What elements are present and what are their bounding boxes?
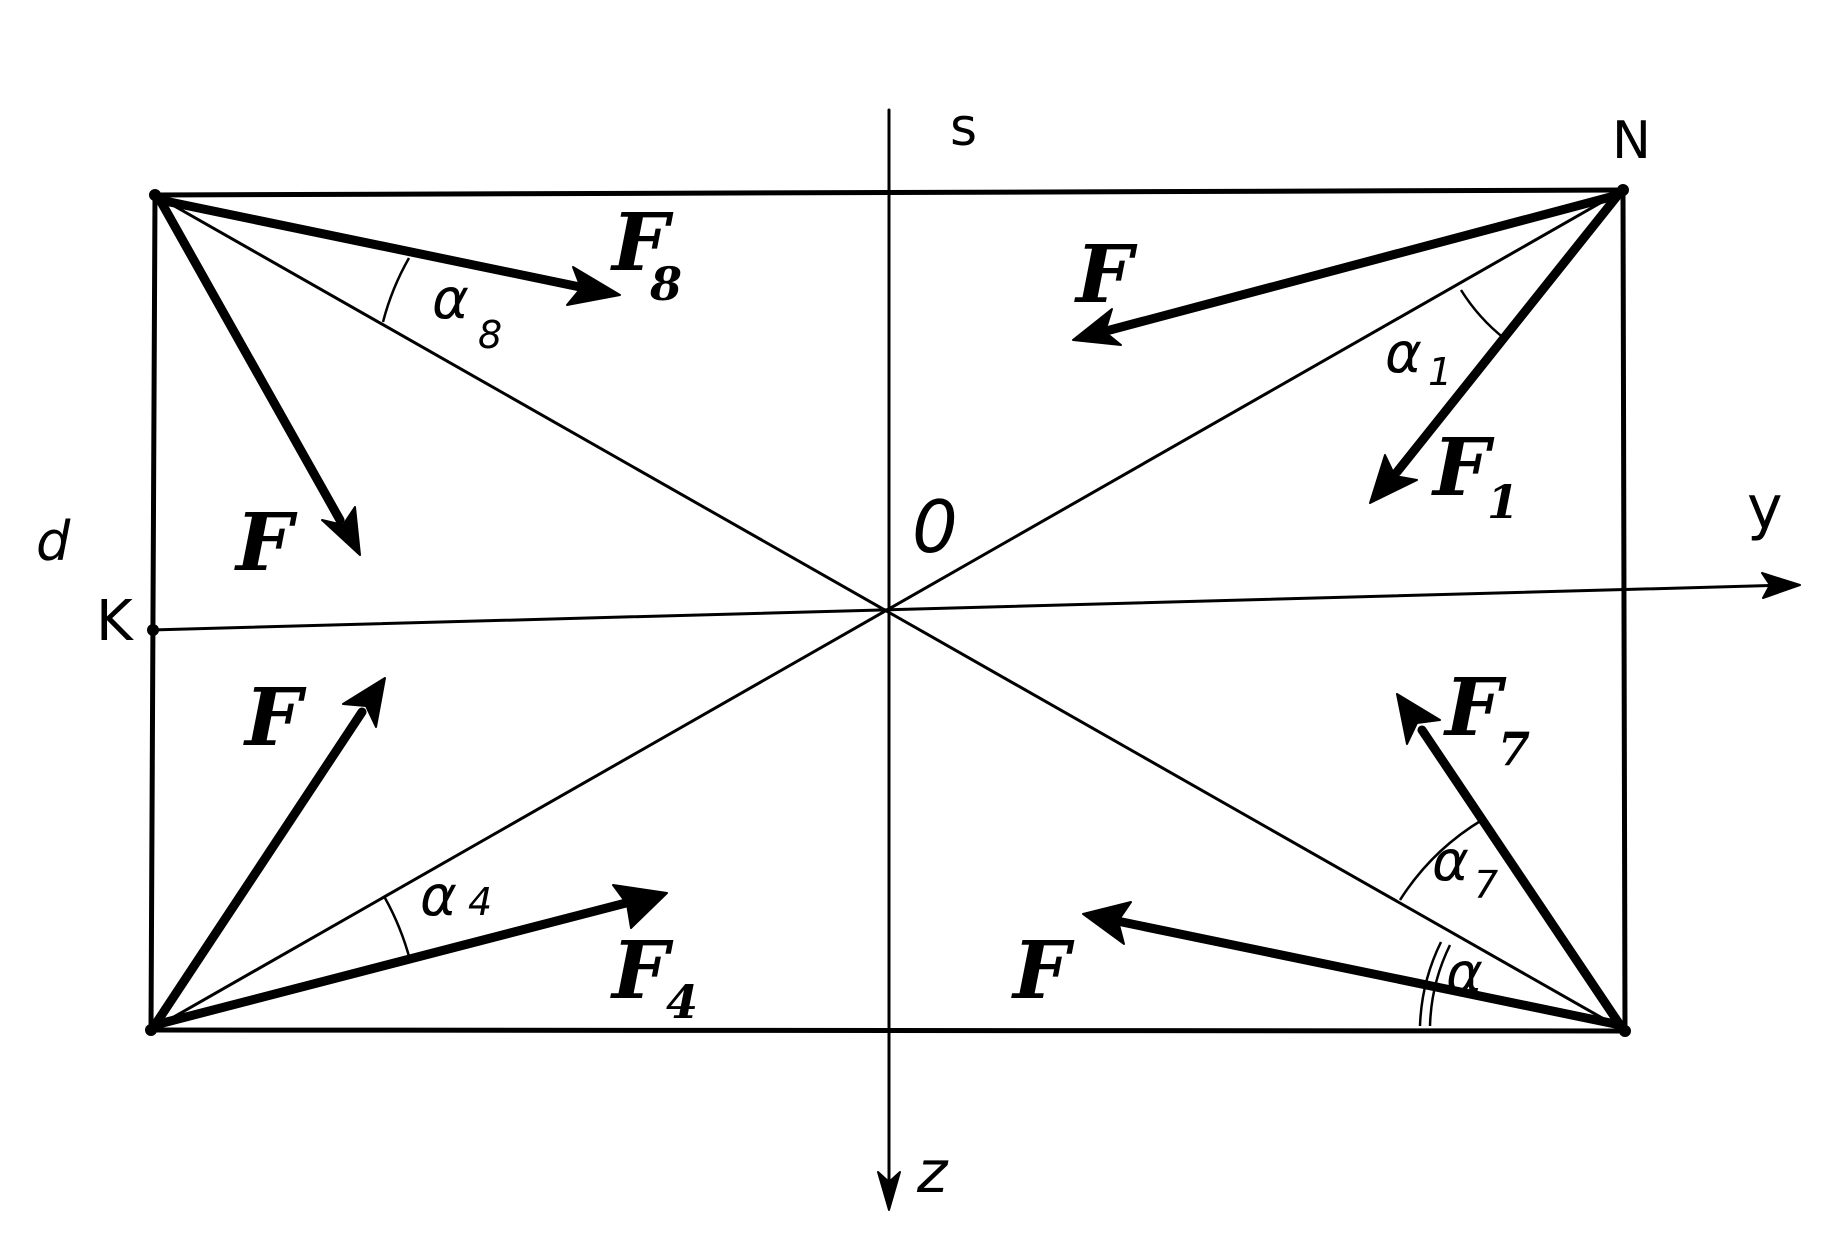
label-force-f7-subscript: 7 [1498, 722, 1530, 776]
label-angle-alpha: α [1446, 941, 1483, 1006]
label-d: d [36, 510, 71, 573]
label-force-f7: F [1443, 660, 1507, 754]
label-force-f8: F [610, 195, 674, 289]
label-y: y [1747, 473, 1783, 543]
label-force-f1: F [1431, 420, 1495, 514]
y-axis-arrowhead [1761, 572, 1801, 599]
frame-left-edge [148, 192, 158, 1033]
point-k [147, 624, 159, 636]
force-f-bottom-left-arrowhead [342, 677, 386, 728]
force-f7-arrowhead [1396, 693, 1441, 745]
angle-arc-alpha4 [383, 897, 412, 961]
force-f-bottom-left-shaft [150, 707, 367, 1030]
force-f4-shaft [150, 898, 631, 1030]
label-force-f-bottom-right: F [1011, 923, 1075, 1017]
label-force-f-top-right: F [1074, 227, 1138, 321]
label-angle-alpha7: α [1432, 829, 1469, 894]
force-f-bottom-right-arrowhead [1082, 901, 1132, 945]
label-k: K [96, 589, 134, 654]
label-angle-alpha8-subscript: 8 [478, 313, 502, 357]
force-f-top-right-shaft [1105, 190, 1623, 335]
label-angle-alpha4: α [420, 864, 457, 929]
label-angle-alpha4-subscript: 4 [468, 880, 492, 924]
label-n: N [1612, 111, 1651, 171]
force-f4-arrowhead [612, 884, 668, 929]
frame-right-edge [1620, 187, 1628, 1034]
force-f8-arrowhead [566, 266, 621, 306]
angle-arc-alpha7 [1398, 818, 1483, 901]
label-force-f4: F [610, 923, 674, 1017]
force-f1-shaft [1392, 190, 1623, 477]
force-f-top-right-arrowhead [1072, 308, 1122, 346]
label-s: s [950, 98, 977, 158]
label-z: z [916, 1138, 949, 1206]
force-f7-shaft [1417, 725, 1625, 1030]
z-axis-arrowhead [877, 1171, 901, 1211]
label-force-f4-subscript: 4 [666, 975, 698, 1029]
label-origin: 0 [912, 485, 958, 569]
label-angle-alpha8: α [432, 267, 469, 332]
label-angle-alpha1-subscript: 1 [1428, 350, 1452, 394]
angle-arc-alpha-double-inner [1428, 944, 1452, 1027]
label-force-f8-subscript: 8 [649, 257, 682, 311]
force-f-bottom-right-shaft [1117, 917, 1625, 1030]
angle-arc-alpha8 [381, 257, 411, 323]
angle-arc-alpha1 [1459, 289, 1506, 340]
force-f8-shaft [155, 195, 585, 292]
label-force-f-top-left: F [234, 495, 298, 589]
force-f-top-left-arrowhead [321, 506, 361, 556]
force-f1-arrowhead [1369, 454, 1418, 504]
horizontal-axis-line [149, 583, 1792, 632]
label-angle-alpha1: α [1385, 321, 1422, 386]
label-angle-alpha7-subscript: 7 [1474, 863, 1498, 907]
label-force-f-bottom-left: F [243, 670, 307, 764]
angle-arc-alpha-double-outer [1418, 941, 1443, 1027]
force-f-top-left-shaft [155, 195, 345, 525]
label-force-f1-subscript: 1 [1487, 475, 1519, 529]
